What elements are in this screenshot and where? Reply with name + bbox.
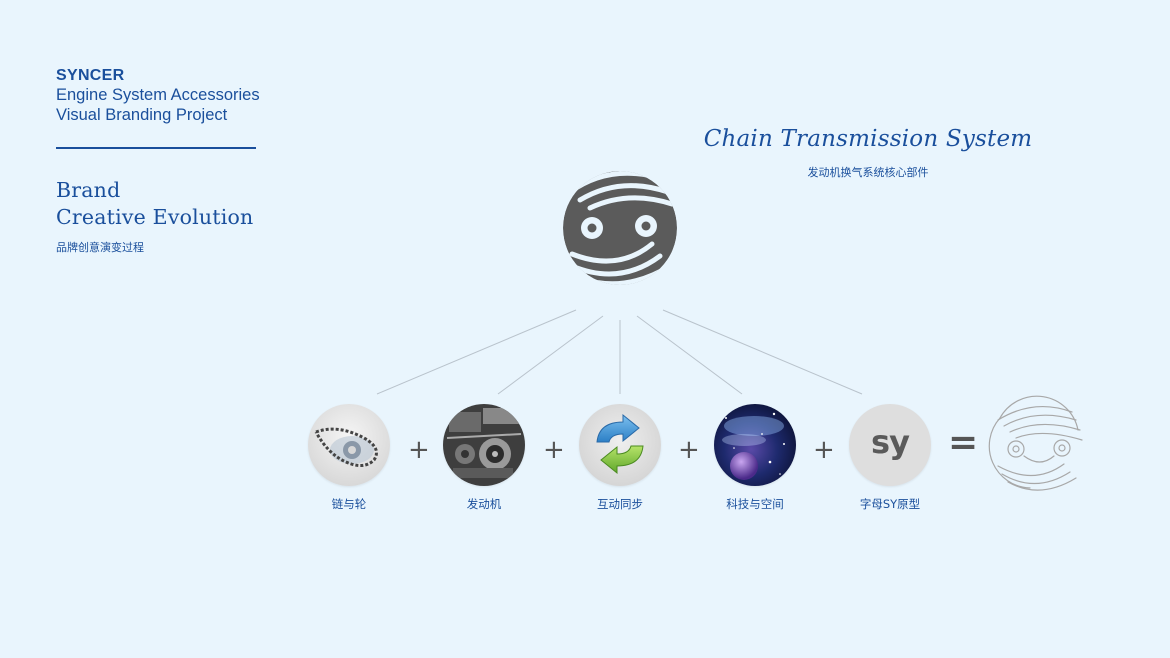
- space-nebula-icon: [714, 404, 796, 486]
- element-label-engine: 发动机: [466, 497, 502, 511]
- element-label-chain: 链与轮: [331, 497, 367, 511]
- connector-line-1: [376, 309, 577, 395]
- section-subtitle: 品牌创意演变过程: [56, 241, 144, 254]
- section-title-1: Brand: [56, 178, 121, 202]
- element-circle-space: [714, 404, 796, 486]
- equals-operator: =: [948, 422, 979, 463]
- engine-icon: [443, 404, 525, 486]
- plus-operator-2: +: [543, 435, 565, 465]
- sync-arrows-icon: [579, 404, 661, 486]
- plus-operator-1: +: [408, 435, 430, 465]
- element-label-space: 科技与空间: [726, 497, 784, 511]
- brand-line-2: Visual Branding Project: [56, 106, 228, 124]
- element-label-sy: 字母SY原型: [859, 497, 921, 511]
- element-circle-chain: [308, 404, 390, 486]
- connector-line-2: [497, 315, 604, 395]
- brand-name: SYNCER: [56, 67, 125, 84]
- element-circle-sync: [579, 404, 661, 486]
- element-label-sync: 互动同步: [597, 497, 643, 511]
- plus-operator-3: +: [678, 435, 700, 465]
- connector-line-4: [636, 315, 743, 395]
- brand-line-1: Engine System Accessories: [56, 86, 260, 104]
- element-circle-sy: sy: [849, 404, 931, 486]
- brand-divider: [56, 147, 256, 149]
- section-title-2: Creative Evolution: [56, 205, 254, 229]
- heading-subtitle: 发动机换气系统核心部件: [807, 166, 929, 179]
- element-circle-engine: [443, 404, 525, 486]
- heading-title: Chain Transmission System: [703, 126, 1033, 152]
- chain-sprocket-icon: [308, 404, 390, 486]
- sy-letters-icon: sy: [871, 423, 910, 461]
- plus-operator-4: +: [813, 435, 835, 465]
- connector-line-5: [662, 309, 863, 395]
- brand-block: SYNCER Engine System Accessories Visual …: [56, 66, 260, 125]
- section-title-block: Brand Creative Evolution 品牌创意演变过程: [56, 177, 253, 255]
